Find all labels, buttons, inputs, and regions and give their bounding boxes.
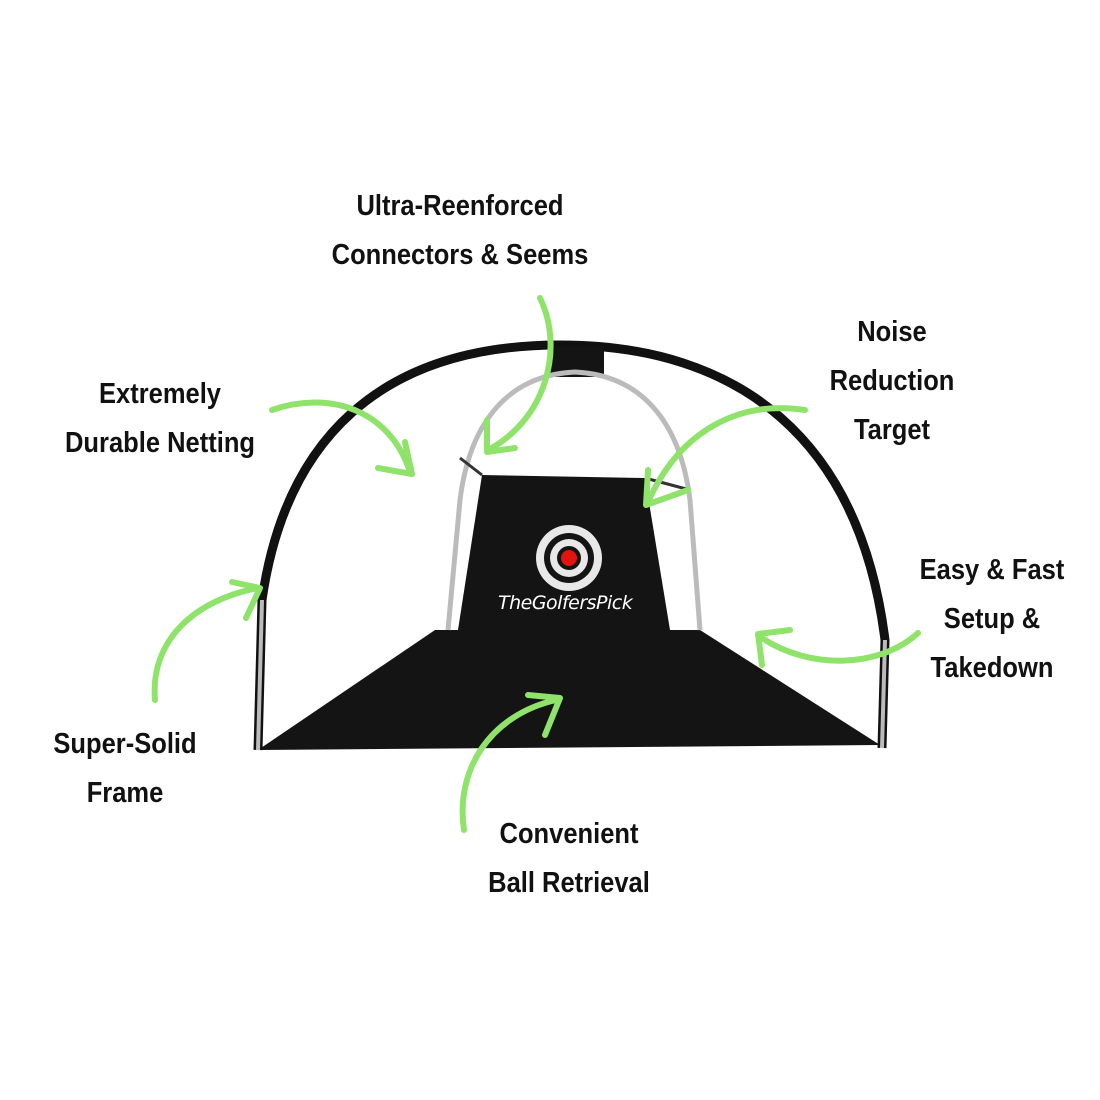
inner-frame [445, 369, 703, 631]
feature-text: Setup & [943, 603, 1041, 635]
callout-arrows [151, 295, 921, 833]
arrow-connectors [484, 295, 554, 455]
feature-text: Ball Retrieval [488, 867, 650, 899]
feature-retrieval: Convenient Ball Retrieval [472, 810, 666, 908]
feature-text: Takedown [930, 652, 1054, 684]
feature-netting: Extremely Durable Netting [46, 370, 275, 468]
outer-frame [253, 340, 890, 751]
brand-logo: TheGolfersPick [498, 592, 633, 614]
feature-text: Ultra-Reenforced [356, 190, 564, 222]
arrow-netting [269, 399, 415, 477]
feature-connectors: Ultra-Reenforced Connectors & Seems [319, 182, 601, 280]
feature-text: Durable Netting [65, 427, 255, 459]
feature-text: Connectors & Seems [331, 239, 589, 271]
arrow-target [643, 405, 808, 508]
feature-text: Convenient [499, 818, 639, 850]
arrow-setup [755, 627, 921, 668]
feature-text: Extremely [98, 378, 222, 410]
floor-mat [258, 630, 880, 750]
feature-setup: Easy & Fast Setup & Takedown [904, 546, 1080, 693]
arrow-frame [151, 579, 263, 703]
feature-text: Reduction [829, 365, 955, 397]
feature-target: Noise Reduction Target [804, 308, 980, 455]
feature-text: Noise [857, 316, 927, 348]
feature-text: Easy & Fast [919, 554, 1065, 586]
feature-text: Frame [86, 777, 164, 809]
feature-text: Super-Solid [53, 728, 197, 760]
target-bullseye [536, 525, 602, 591]
arrow-retrieval [459, 692, 563, 833]
feature-text: Target [853, 414, 931, 446]
feature-frame: Super-Solid Frame [37, 720, 213, 818]
